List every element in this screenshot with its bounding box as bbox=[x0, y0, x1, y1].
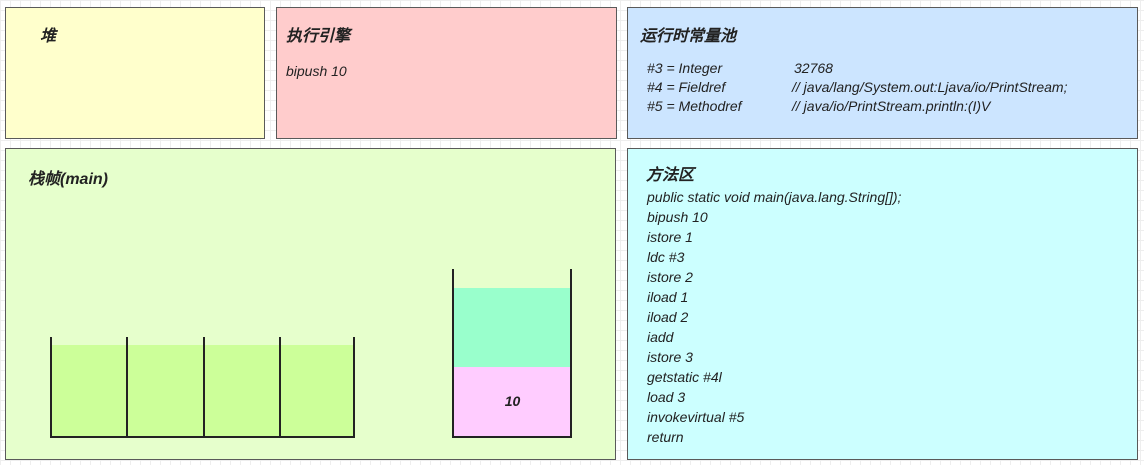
operand-stack-value: 10 bbox=[504, 393, 521, 409]
operand-stack-wall bbox=[570, 269, 572, 438]
bytecode-line: iload 1 bbox=[647, 289, 689, 305]
heap-panel: 堆 bbox=[5, 7, 265, 139]
bytecode-line: istore 2 bbox=[647, 269, 693, 285]
bytecode-line: load 3 bbox=[647, 389, 686, 405]
constant-value: // java/io/PrintStream.println:(I)V bbox=[792, 98, 991, 114]
bytecode-line: istore 1 bbox=[647, 229, 693, 245]
local-variable-divider bbox=[203, 337, 205, 438]
bytecode-line: istore 3 bbox=[647, 349, 693, 365]
method-area-panel: 方法区 public static void main(java.lang.St… bbox=[627, 148, 1138, 460]
local-variable-baseline bbox=[50, 436, 355, 438]
stack-frame-title: 栈帧(main) bbox=[28, 171, 109, 188]
bytecode-line: iload 2 bbox=[647, 309, 689, 325]
execution-engine-panel: 执行引擎 bipush 10 bbox=[276, 7, 617, 139]
local-variable-divider bbox=[279, 337, 281, 438]
bytecode-line: public static void main(java.lang.String… bbox=[647, 189, 902, 205]
operand-stack-base bbox=[452, 436, 572, 438]
local-variable-divider bbox=[50, 337, 52, 438]
bytecode-line: bipush 10 bbox=[647, 209, 708, 225]
bytecode-line: invokevirtual #5 bbox=[647, 409, 745, 425]
bytecode-line: return bbox=[647, 429, 684, 445]
operand-stack-empty-slot bbox=[454, 288, 571, 368]
local-variable-divider bbox=[126, 337, 128, 438]
constant-pool-title: 运行时常量池 bbox=[640, 28, 737, 45]
constant-ref: #5 = Methodref bbox=[647, 98, 742, 114]
constant-value: // java/lang/System.out:Ljava/io/PrintSt… bbox=[792, 79, 1068, 95]
operand-stack-slot bbox=[454, 367, 571, 437]
constant-value: 32768 bbox=[794, 60, 833, 76]
local-variable-divider bbox=[353, 337, 355, 438]
current-instruction: bipush 10 bbox=[286, 63, 347, 79]
bytecode-line: getstatic #4l bbox=[647, 369, 722, 385]
heap-title: 堆 bbox=[40, 28, 57, 45]
stack-frame-panel: 栈帧(main) 10 bbox=[5, 148, 616, 460]
execution-engine-title: 执行引擎 bbox=[286, 28, 351, 45]
bytecode-line: iadd bbox=[647, 329, 674, 345]
method-area-title: 方法区 bbox=[646, 167, 695, 184]
constant-ref: #3 = Integer bbox=[647, 60, 723, 76]
bytecode-line: ldc #3 bbox=[647, 249, 685, 265]
constant-ref: #4 = Fieldref bbox=[647, 79, 726, 95]
runtime-constant-pool-panel: 运行时常量池 #3 = Integer 32768 #4 = Fieldref … bbox=[627, 7, 1138, 139]
operand-stack-wall bbox=[452, 269, 454, 438]
